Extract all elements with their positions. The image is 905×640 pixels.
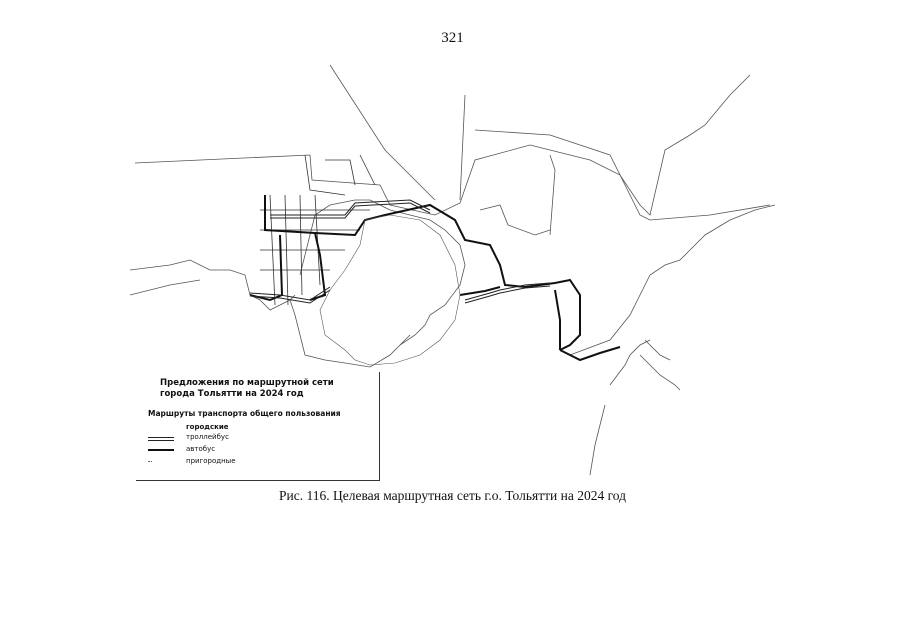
- boundary-line: [299, 199, 466, 346]
- legend-label-suburban: пригородные: [186, 457, 236, 465]
- trolleybus-route: [270, 202, 431, 219]
- street-line: [359, 154, 376, 186]
- boundary-line: [479, 204, 551, 236]
- page-number: 321: [441, 30, 464, 46]
- boundary-line: [569, 204, 776, 356]
- map-drawing: [130, 64, 776, 476]
- water-outline: [319, 214, 461, 366]
- legend-label-trolleybus: троллейбус: [186, 433, 229, 441]
- bus-route: [459, 286, 501, 296]
- boundary-line: [329, 64, 436, 201]
- boundary-line: [289, 299, 411, 368]
- bus-symbol: [148, 449, 174, 451]
- boundary-line: [474, 129, 771, 221]
- street-line: [325, 159, 356, 186]
- legend-title: Предложения по маршрутной сети города То…: [160, 378, 334, 399]
- boundary-line: [130, 259, 296, 311]
- trolleybus-route: [249, 289, 331, 304]
- legend-subtitle: Маршруты транспорта общего пользования: [148, 409, 341, 418]
- suburban-symbol: [148, 461, 152, 462]
- street-line: [299, 194, 303, 296]
- legend-row-trolleybus: троллейбус: [148, 433, 368, 443]
- bus-route: [264, 195, 581, 351]
- boundary-line: [134, 74, 751, 216]
- legend-row-suburban: пригородные: [148, 457, 368, 467]
- trolleybus-route: [464, 285, 551, 304]
- trolleybus-route: [249, 286, 331, 301]
- map-legend: Предложения по маршрутной сети города То…: [136, 372, 380, 481]
- trolleybus-route: [464, 282, 551, 301]
- boundary-line: [130, 279, 201, 296]
- legend-label-bus: автобус: [186, 445, 216, 453]
- boundary-line: [589, 404, 606, 476]
- boundary-line: [609, 339, 651, 386]
- figure-caption: Рис. 116. Целевая маршрутная сеть г.о. Т…: [279, 488, 626, 503]
- bus-route: [249, 234, 284, 302]
- bus-route: [309, 232, 327, 301]
- boundary-line: [549, 154, 556, 236]
- bus-route: [559, 346, 621, 362]
- boundary-line: [459, 94, 466, 201]
- legend-category-city: городские: [186, 423, 229, 431]
- boundary-line: [644, 339, 671, 361]
- street-line: [304, 154, 346, 196]
- trolleybus-route: [270, 199, 431, 216]
- route-network-map: [130, 55, 780, 485]
- bus-route: [554, 289, 561, 350]
- trolleybus-symbol: [148, 437, 174, 441]
- boundary-line: [639, 354, 681, 391]
- legend-row-bus: автобус: [148, 445, 368, 455]
